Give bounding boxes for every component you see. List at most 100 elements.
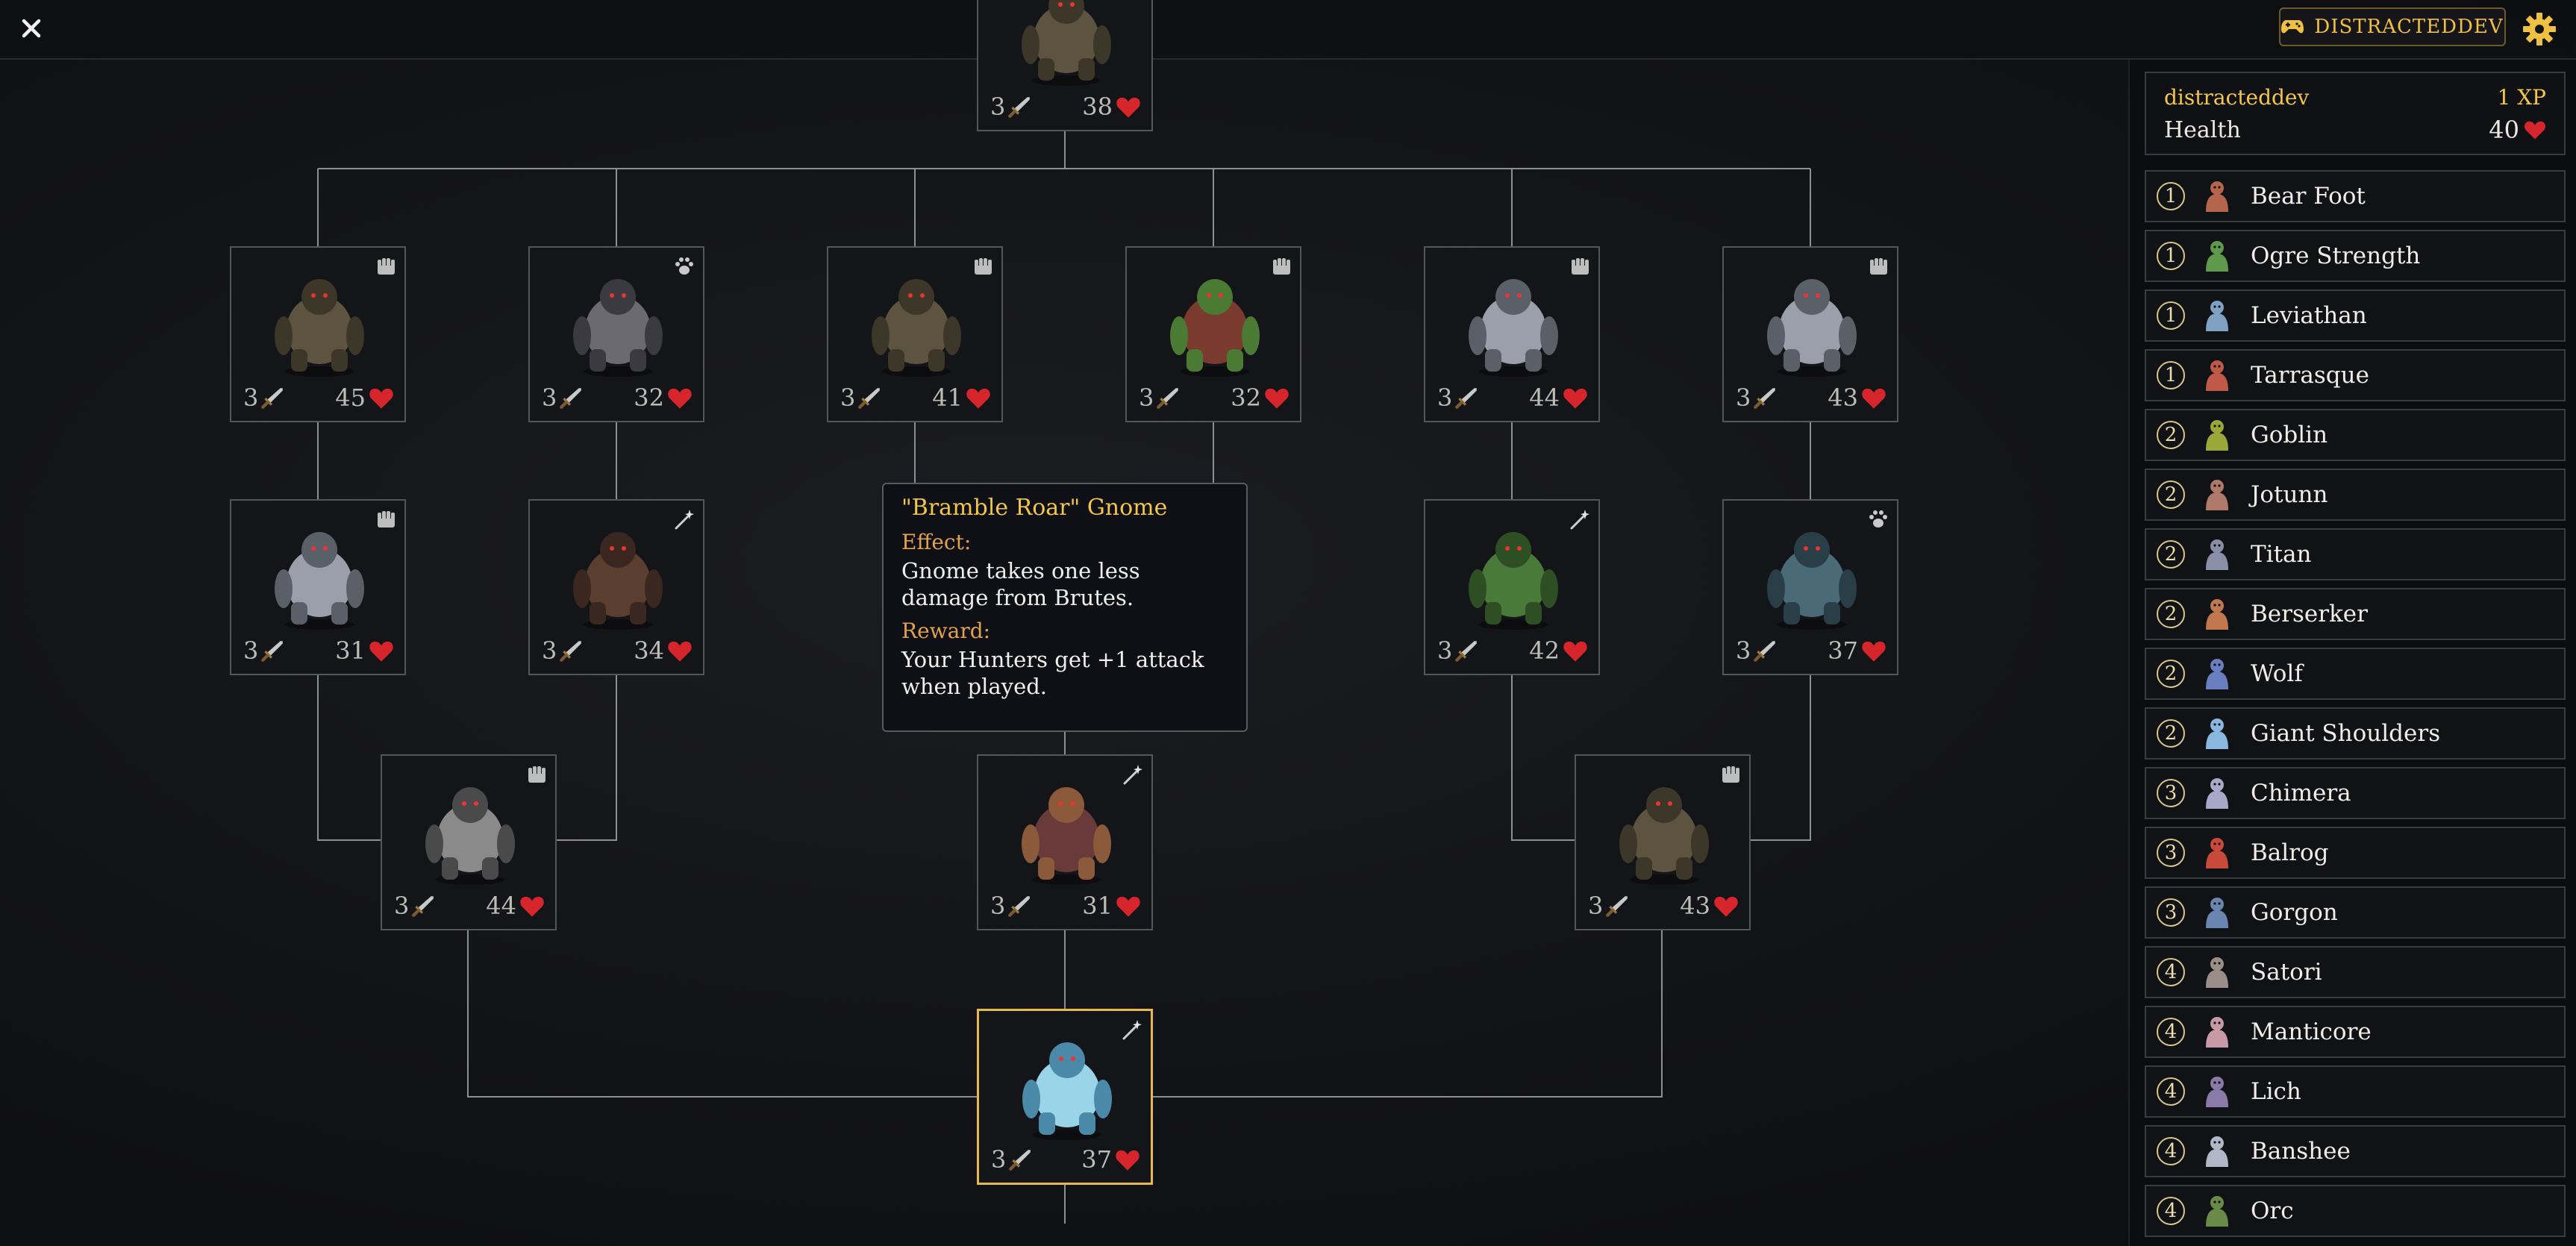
health-label: Health — [2164, 116, 2241, 143]
tier-badge: 1 — [2157, 242, 2185, 270]
paw-icon — [1867, 508, 1889, 533]
upgrade-creature-icon — [2206, 301, 2228, 331]
upgrade-name: Tarrasque — [2251, 362, 2369, 389]
node-health-value: 38 — [1082, 93, 1113, 121]
upgrade-creature-icon — [2206, 420, 2228, 451]
node-attack-value: 3 — [1588, 892, 1604, 920]
node-attack: 3 — [243, 636, 285, 665]
user-account-button[interactable]: DISTRACTEDDEV — [2279, 7, 2506, 46]
heart-icon — [1265, 388, 1289, 409]
sword-icon — [560, 388, 582, 409]
encounter-node-r1c[interactable]: 3 41 — [827, 246, 1003, 422]
upgrade-creature-icon — [2206, 599, 2228, 630]
node-health-value: 43 — [1680, 892, 1710, 920]
upgrade-name: Titan — [2251, 541, 2312, 568]
close-icon[interactable] — [13, 10, 49, 46]
tier-badge: 4 — [2157, 958, 2185, 986]
upgrade-name: Satori — [2251, 959, 2322, 986]
node-health-value: 31 — [1082, 892, 1113, 920]
sword-icon — [858, 388, 881, 409]
heart-icon — [668, 641, 692, 662]
username-badge: DISTRACTEDDEV — [2314, 16, 2504, 38]
player-name: distracteddev — [2164, 84, 2310, 110]
node-health: 37 — [1081, 1145, 1140, 1174]
yeti-portrait — [1469, 279, 1558, 377]
upgrade-item[interactable]: 4 Satori — [2145, 946, 2566, 998]
wand-icon — [1569, 508, 1591, 533]
kelpie-portrait — [1022, 1042, 1112, 1140]
mantis-portrait — [1767, 532, 1857, 630]
wand-icon — [1122, 763, 1144, 789]
node-health-value: 41 — [932, 383, 963, 412]
tooltip-effect-label: Effect: — [901, 530, 972, 554]
node-attack-value: 3 — [840, 383, 856, 412]
tooltip-effect-text: Gnome takes one less damage from Brutes. — [901, 558, 1140, 610]
player-stats: distracteddev 1 XP Health 40 — [2145, 72, 2566, 155]
upgrade-item[interactable]: 2 Jotunn — [2145, 469, 2566, 521]
upgrade-creature-icon — [2206, 181, 2228, 212]
ogre-portrait — [275, 279, 364, 377]
heart-icon — [1116, 97, 1140, 118]
node-attack: 3 — [840, 383, 882, 412]
fist-icon — [1270, 255, 1292, 281]
gnome-portrait — [1022, 787, 1111, 885]
sword-icon — [412, 896, 434, 917]
node-attack: 3 — [394, 892, 436, 920]
sword-icon — [1008, 97, 1031, 118]
upgrade-name: Goblin — [2251, 422, 2328, 448]
encounter-node-r3a[interactable]: 3 44 — [381, 754, 557, 930]
player-health-value: 40 — [2489, 116, 2519, 144]
encounter-node-r3c[interactable]: 3 43 — [1575, 754, 1751, 930]
upgrade-name: Berserker — [2251, 601, 2368, 627]
node-health: 44 — [486, 892, 545, 920]
encounter-tooltip: "Bramble Roar" Gnome Effect: Gnome takes… — [882, 483, 1248, 732]
node-attack: 3 — [1437, 383, 1479, 412]
tier-badge: 2 — [2157, 480, 2185, 509]
node-attack-value: 3 — [1736, 636, 1751, 665]
heart-icon — [2525, 121, 2545, 140]
heart-icon — [369, 641, 393, 662]
fist-icon — [375, 255, 397, 281]
node-attack: 3 — [542, 636, 584, 665]
sword-icon — [1754, 641, 1776, 662]
upgrade-name: Manticore — [2251, 1018, 2372, 1045]
sword-icon — [1754, 388, 1776, 409]
upgrade-creature-icon — [2206, 898, 2228, 928]
node-attack: 3 — [1736, 383, 1778, 412]
gear-icon[interactable] — [2521, 10, 2558, 48]
tooltip-reward-label: Reward: — [901, 619, 991, 643]
upgrade-name: Wolf — [2251, 660, 2303, 687]
fist-icon — [972, 255, 994, 281]
upgrade-name: Jotunn — [2251, 481, 2328, 508]
node-health: 32 — [634, 383, 693, 412]
